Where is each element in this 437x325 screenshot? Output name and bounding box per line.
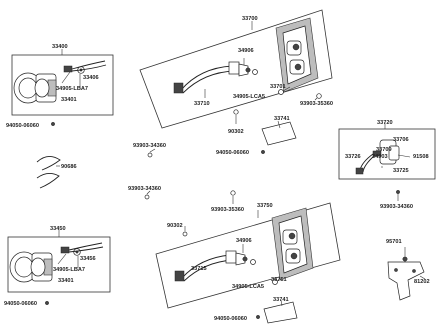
bracket-81202 xyxy=(387,247,426,301)
screw-90302-bot xyxy=(182,231,188,237)
label-93903-34360-right: 93903-34360 xyxy=(380,204,413,210)
bolt-94050-bot-left xyxy=(45,301,49,305)
label-34906-top: 34906 xyxy=(238,48,254,54)
label-90302-top: 90302 xyxy=(228,129,244,135)
screw-90302-top xyxy=(233,109,239,115)
label-33700: 33700 xyxy=(242,16,258,22)
label-33715: 33715 xyxy=(191,266,207,272)
headlamp-group-top xyxy=(11,49,114,116)
headlamp-group-bottom xyxy=(7,230,111,293)
bolt-94050-top xyxy=(51,122,55,126)
license-lamp-group xyxy=(338,122,436,180)
screw-93903-34360-right xyxy=(396,190,400,194)
label-33406: 33406 xyxy=(83,75,99,81)
reflector-33741-bot xyxy=(263,301,298,324)
bolt-94050-bot-center xyxy=(256,315,260,319)
label-33710: 33710 xyxy=(194,101,210,107)
screw-93903-34360-a xyxy=(147,152,153,158)
clip-90686 xyxy=(36,156,61,189)
label-33456: 33456 xyxy=(80,256,96,262)
label-33400: 33400 xyxy=(52,44,68,50)
label-81202: 81202 xyxy=(414,279,430,285)
label-93903-35360-top: 93903-35360 xyxy=(300,101,333,107)
label-93903-34360-b: 93903-34360 xyxy=(128,186,161,192)
label-95701: 95701 xyxy=(386,239,402,245)
label-33741-bot: 33741 xyxy=(273,297,289,303)
label-94050-top: 94050-06060 xyxy=(6,123,39,129)
taillight-group-top xyxy=(139,9,333,129)
taillight-group-bottom xyxy=(155,202,341,309)
label-94050-mid: 94050-06060 xyxy=(216,150,249,156)
label-33741-top: 33741 xyxy=(274,116,290,122)
label-93903-34360-a: 93903-34360 xyxy=(133,143,166,149)
label-90686: 90686 xyxy=(61,164,77,170)
screw-93903-34360-b xyxy=(144,194,150,200)
label-33401-top: 33401 xyxy=(61,97,77,103)
label-33720: 33720 xyxy=(377,120,393,126)
label-94050-bot-left: 94050-06060 xyxy=(4,301,37,307)
bolt-94050-mid xyxy=(261,150,265,154)
screw-93903-35360-mid xyxy=(230,190,236,196)
label-33751: 33751 xyxy=(271,277,287,283)
label-90302-bot: 90302 xyxy=(167,223,183,229)
label-34905-lba7-top: 34905-LBA7 xyxy=(56,86,88,92)
label-34905-lba7-bot: 34905-LBA7 xyxy=(53,267,85,273)
reflector-33741-top xyxy=(261,121,297,146)
label-93903-35360-mid: 93903-35360 xyxy=(211,207,244,213)
label-33726: 33726 xyxy=(345,154,361,160)
label-91508: 91508 xyxy=(413,154,429,160)
label-34905-lca5-bot: 34905-LCA5 xyxy=(232,284,264,290)
label-33401-bot: 33401 xyxy=(58,278,74,284)
label-33750: 33750 xyxy=(257,203,273,209)
label-33725: 33725 xyxy=(393,168,409,174)
label-34906-bot: 34906 xyxy=(236,238,252,244)
label-33701: 33701 xyxy=(270,84,286,90)
label-33709: 33709 xyxy=(376,147,392,153)
label-94050-bot-center: 94050-06060 xyxy=(214,316,247,322)
label-33450: 33450 xyxy=(50,226,66,232)
label-33706: 33706 xyxy=(393,137,409,143)
label-34903: 34903 xyxy=(372,154,388,160)
label-34905-lca5-top: 34905-LCA5 xyxy=(233,94,265,100)
screw-93903-35360-top xyxy=(316,93,322,99)
